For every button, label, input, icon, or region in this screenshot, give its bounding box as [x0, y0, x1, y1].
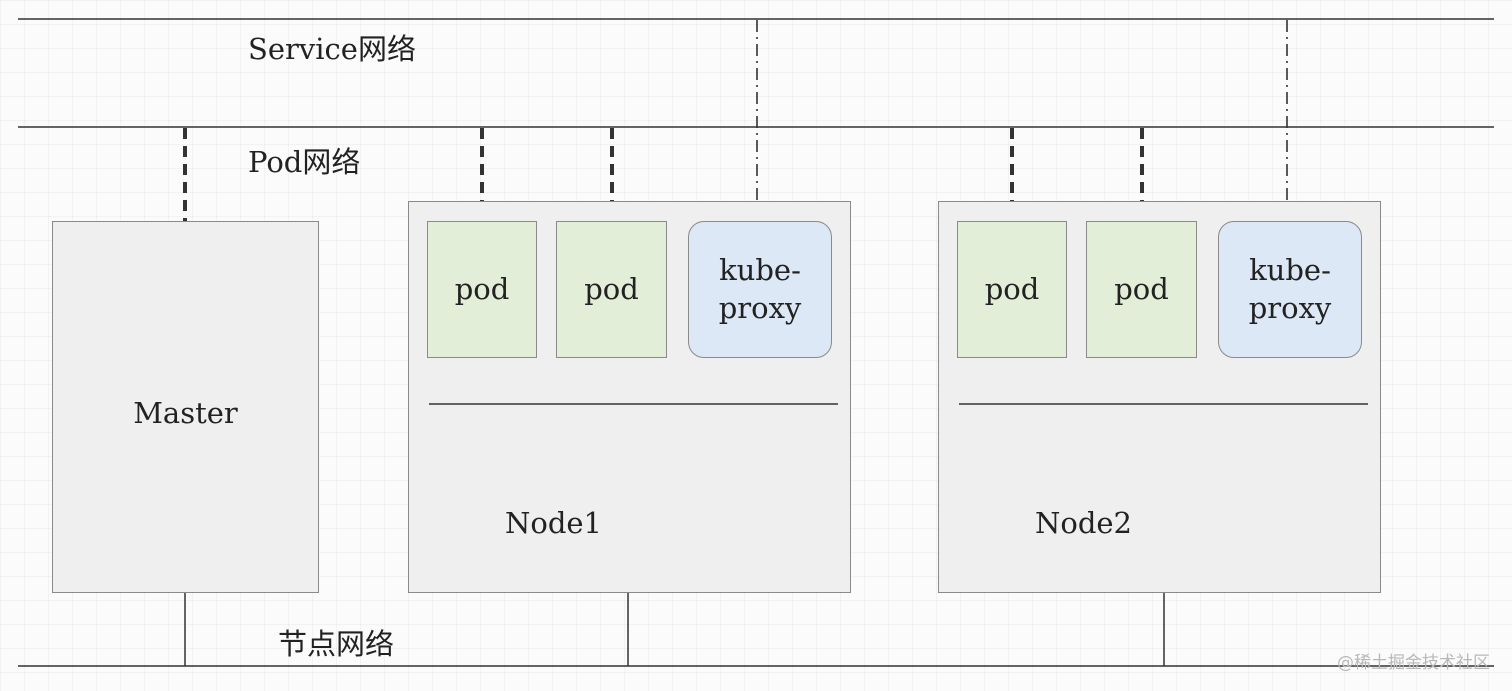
- pod-network-label: Pod网络: [248, 145, 361, 179]
- node1-pod-2: pod: [556, 221, 667, 358]
- node1-pod-1: pod: [427, 221, 537, 358]
- watermark: @稀土掘金技术社区: [1337, 653, 1490, 673]
- master-label: Master: [133, 396, 238, 430]
- kube-proxy-label-line1: kube-: [719, 253, 801, 288]
- kube-proxy-label-line2: proxy: [718, 290, 802, 325]
- node2-bridge: [959, 403, 1368, 405]
- service-network-label: Service网络: [248, 32, 416, 66]
- node-network-links: [184, 593, 1165, 666]
- node1-bridge: [429, 403, 838, 405]
- service-network-links: [756, 20, 1288, 221]
- pod-label: pod: [454, 271, 510, 306]
- node2-label: Node2: [1035, 506, 1133, 540]
- node1-kube-proxy: kube- proxy: [688, 221, 832, 358]
- pod-label: pod: [1114, 271, 1169, 306]
- node2-kube-proxy: kube- proxy: [1218, 221, 1362, 358]
- pod-label: pod: [584, 271, 639, 306]
- kube-proxy-label-line2: proxy: [1248, 290, 1332, 325]
- master-box: Master: [52, 221, 319, 593]
- node-network-label: 节点网络: [278, 627, 395, 661]
- node2-pod-2: pod: [1086, 221, 1197, 358]
- node1-label: Node1: [505, 506, 603, 540]
- kube-proxy-label-line1: kube-: [1249, 253, 1331, 288]
- pod-label: pod: [984, 271, 1040, 306]
- node2-pod-1: pod: [957, 221, 1067, 358]
